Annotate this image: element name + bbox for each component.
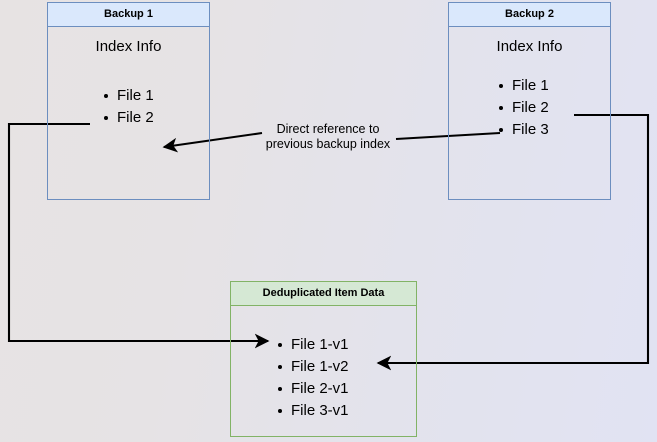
list-item: File 1 (498, 75, 549, 97)
backup-2-index-label: Index Info (496, 38, 563, 55)
edge-direct-reference-left (162, 131, 263, 153)
backup-1-file-list: File 1 File 2 (103, 85, 154, 129)
dedup-item-list: File 1-v1 File 1-v2 File 2-v1 File 3-v1 (277, 334, 349, 422)
list-item: File 1-v1 (277, 334, 349, 356)
backup-2-file-list: File 1 File 2 File 3 (498, 75, 549, 141)
list-item: File 2-v1 (277, 378, 349, 400)
list-item: File 2 (498, 97, 549, 119)
deduplicated-item-data-header: Deduplicated Item Data (230, 281, 417, 306)
list-item: File 1-v2 (277, 356, 349, 378)
direct-reference-label: Direct reference to previous backup inde… (265, 122, 391, 151)
list-item: File 2 (103, 107, 154, 129)
list-item: File 1 (103, 85, 154, 107)
backup-1-header: Backup 1 (47, 2, 210, 27)
backup-1-index-label: Index Info (95, 38, 162, 55)
backup-2-body: Index Info File 1 File 2 File 3 (448, 27, 611, 200)
backup-2-header: Backup 2 (448, 2, 611, 27)
list-item: File 3 (498, 119, 549, 141)
list-item: File 3-v1 (277, 400, 349, 422)
edge-backup2-to-dedup (376, 113, 650, 371)
edge-backup1-to-dedup (7, 122, 270, 349)
deduplicated-item-data-body: File 1-v1 File 1-v2 File 2-v1 File 3-v1 (230, 306, 417, 437)
backup-1-node[interactable]: Backup 1 Index Info File 1 File 2 (47, 2, 210, 200)
backup-2-node[interactable]: Backup 2 Index Info File 1 File 2 File 3 (448, 2, 611, 200)
backup-1-body: Index Info File 1 File 2 (47, 27, 210, 200)
deduplicated-item-data-node[interactable]: Deduplicated Item Data File 1-v1 File 1-… (230, 281, 417, 437)
